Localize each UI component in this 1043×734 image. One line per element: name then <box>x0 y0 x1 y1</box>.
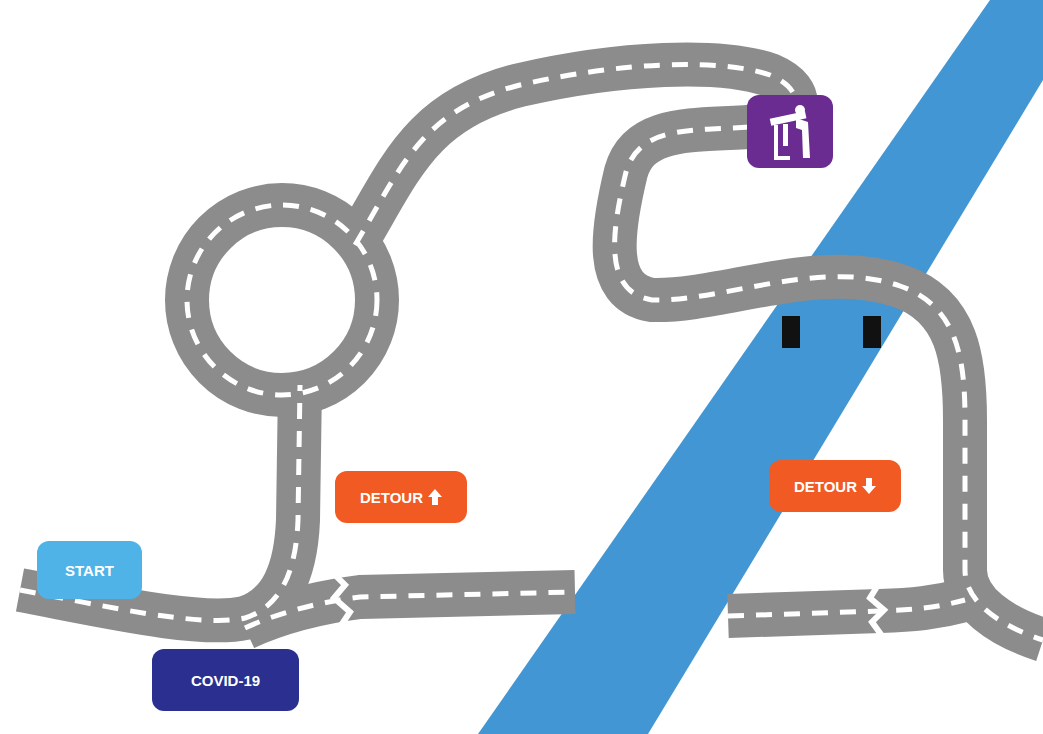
road-centre-line <box>20 65 1043 640</box>
detour-box: DETOUR <box>335 471 467 523</box>
arrow-icon <box>862 478 876 494</box>
bridge-pillar <box>782 316 800 348</box>
box-label: COVID-19 <box>191 672 260 689</box>
box-label: DETOUR <box>794 478 857 495</box>
road-crack <box>330 570 885 640</box>
covid-box: COVID-19 <box>152 649 299 711</box>
viewpoint-icon <box>747 95 833 168</box>
box-label: DETOUR <box>360 489 423 506</box>
arrow-icon <box>428 489 442 505</box>
detour-box: DETOUR <box>769 460 901 512</box>
box-label: START <box>65 562 114 579</box>
bridge-pillar <box>863 316 881 348</box>
start-box: START <box>37 541 142 599</box>
road <box>20 65 1043 640</box>
